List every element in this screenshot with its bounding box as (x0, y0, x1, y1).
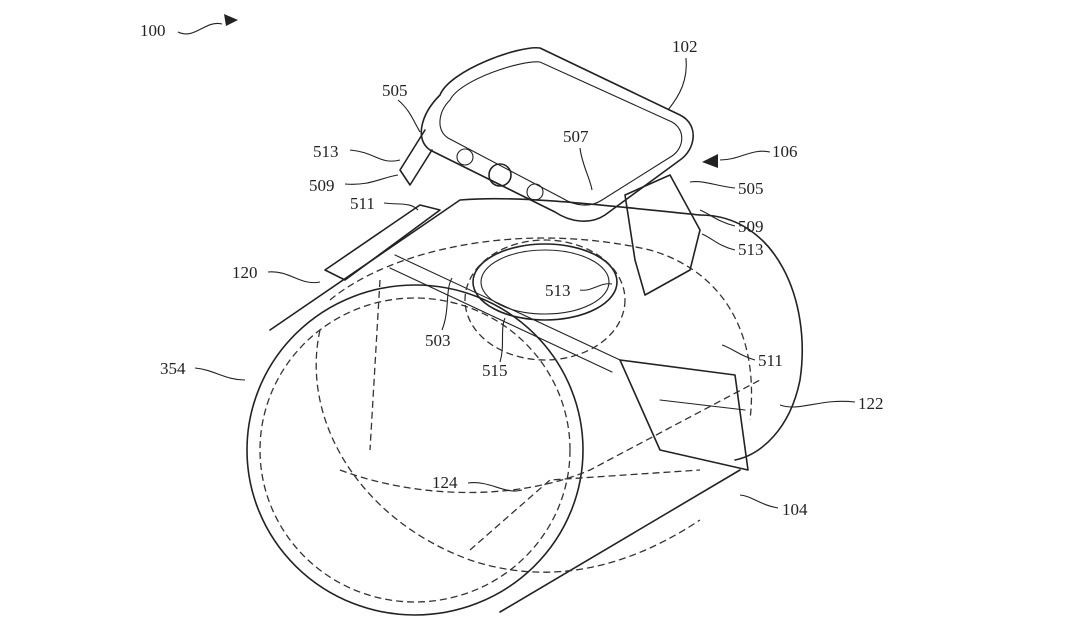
label-120: 120 (232, 263, 258, 282)
label-515: 515 (482, 361, 508, 380)
leader-354 (194, 367, 246, 381)
bottom-edge (499, 469, 741, 613)
label-102: 102 (672, 37, 698, 56)
leader-122 (779, 400, 856, 408)
puck-hidden (464, 239, 626, 361)
arrow-106-icon (702, 154, 718, 168)
band-stub-left (399, 129, 433, 186)
leader-513b (701, 233, 736, 251)
label-505b: 505 (738, 179, 764, 198)
hidden-vertical (369, 279, 381, 451)
rear-end-cap (699, 214, 804, 461)
label-513b: 513 (738, 240, 764, 259)
arrow-100-icon (224, 14, 238, 26)
front-end-cap-hidden (259, 297, 571, 603)
label-513a: 513 (313, 142, 339, 161)
leader-513a (349, 149, 401, 162)
label-513c: 513 (545, 281, 571, 300)
puck-outer (472, 243, 618, 321)
band-stub-right (624, 174, 701, 296)
leader-100 (177, 22, 223, 35)
label-104: 104 (782, 500, 808, 519)
label-511b: 511 (758, 351, 783, 370)
leader-102 (667, 57, 687, 111)
leader-120 (267, 271, 321, 284)
base-body (246, 197, 804, 616)
label-122: 122 (858, 394, 884, 413)
side-rail-right (619, 359, 749, 471)
label-511a: 511 (350, 194, 375, 213)
leader-124 (467, 482, 523, 492)
leader-507 (579, 147, 593, 191)
label-354: 354 (160, 359, 186, 378)
hidden-mid-contour (339, 379, 761, 494)
leader-505b (689, 181, 736, 189)
label-503: 503 (425, 331, 451, 350)
label-100: 100 (140, 21, 166, 40)
top-edge (269, 197, 701, 331)
puck-inner (480, 249, 610, 315)
leader-513c (579, 283, 613, 291)
leader-503 (441, 277, 453, 331)
label-507: 507 (563, 127, 589, 146)
label-106: 106 (772, 142, 798, 161)
hidden-top-contour (329, 237, 753, 421)
leader-509b (699, 209, 736, 227)
watch-button-2 (526, 183, 544, 201)
hidden-bottom-contour (315, 329, 701, 573)
leader-511b (721, 344, 756, 361)
leader-515 (499, 317, 506, 363)
leader-lines (177, 14, 856, 509)
leader-104 (739, 494, 779, 509)
label-124: 124 (432, 473, 458, 492)
watch-screen (439, 61, 683, 206)
leader-106 (719, 150, 771, 161)
label-509b: 509 (738, 217, 764, 236)
label-509a: 509 (309, 176, 335, 195)
side-rail-left (324, 204, 441, 281)
leader-511a (383, 202, 419, 211)
label-505a: 505 (382, 81, 408, 100)
charging-puck (464, 239, 626, 361)
reference-labels: 100 102 106 505 513 509 511 507 505 509 … (140, 21, 884, 519)
hidden-core-124 (469, 469, 701, 551)
watch-case (420, 47, 694, 222)
front-end-cap (246, 284, 584, 616)
watch-crown (488, 163, 512, 187)
platform-edge-inner (389, 267, 613, 373)
watch (399, 47, 701, 296)
watch-button-1 (456, 148, 474, 166)
leader-509a (344, 174, 399, 185)
rail-seam (659, 399, 746, 411)
leader-505a (397, 99, 421, 133)
